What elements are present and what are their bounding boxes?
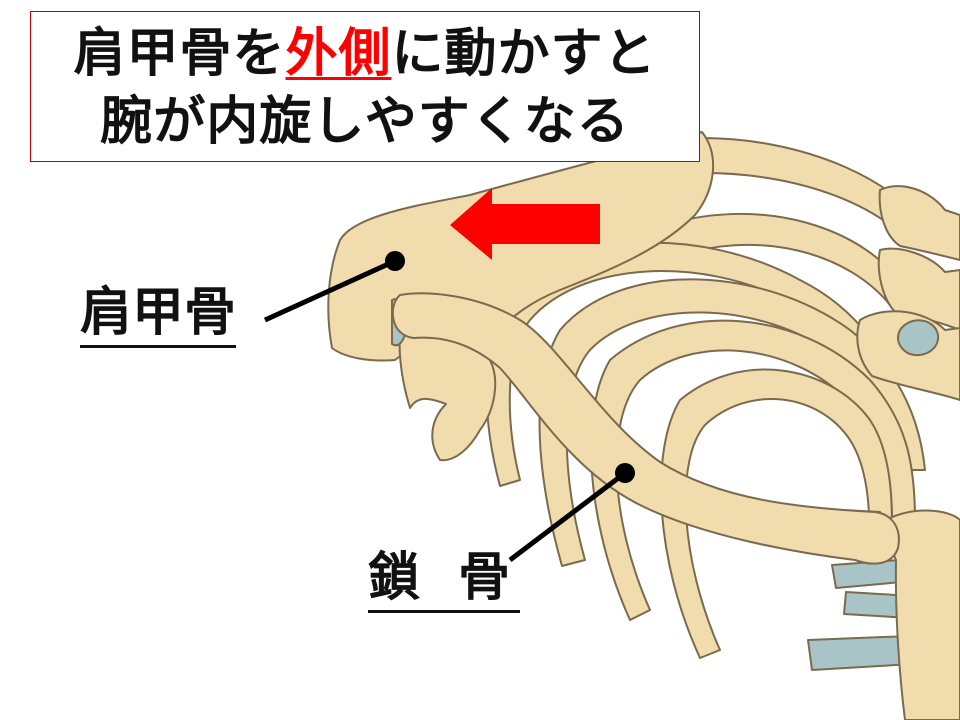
costal-cartilage-2 [831, 559, 903, 589]
clavicle-bone [391, 292, 900, 565]
scapula-pointer-dot [385, 251, 405, 271]
scapula-label: 肩甲骨 [80, 283, 237, 348]
clavicle-pointer-dot [615, 463, 635, 483]
caption-line-1-pre: 肩甲骨を [73, 24, 286, 84]
caption-line-2: 腕が内旋しやすくなる [100, 92, 630, 152]
costal-cartilage-4 [807, 635, 913, 671]
caption-box: 肩甲骨を外側に動かすと 腕が内旋しやすくなる [30, 11, 700, 162]
vertebra-facet [897, 319, 940, 357]
vertebra-1 [878, 185, 960, 261]
clavicle-leader-line [508, 471, 627, 562]
arrow-left-icon [450, 188, 600, 260]
caption-line-1-post: に動かすと [391, 24, 657, 84]
caption-emphasis: 外側 [285, 24, 392, 84]
rib-4 [660, 368, 893, 659]
caption-line-1: 肩甲骨を外側に動かすと [31, 24, 699, 84]
clavicle-label: 鎖 骨 [368, 548, 521, 613]
rib-3 [590, 319, 916, 621]
scapula-leader-line [263, 258, 397, 323]
